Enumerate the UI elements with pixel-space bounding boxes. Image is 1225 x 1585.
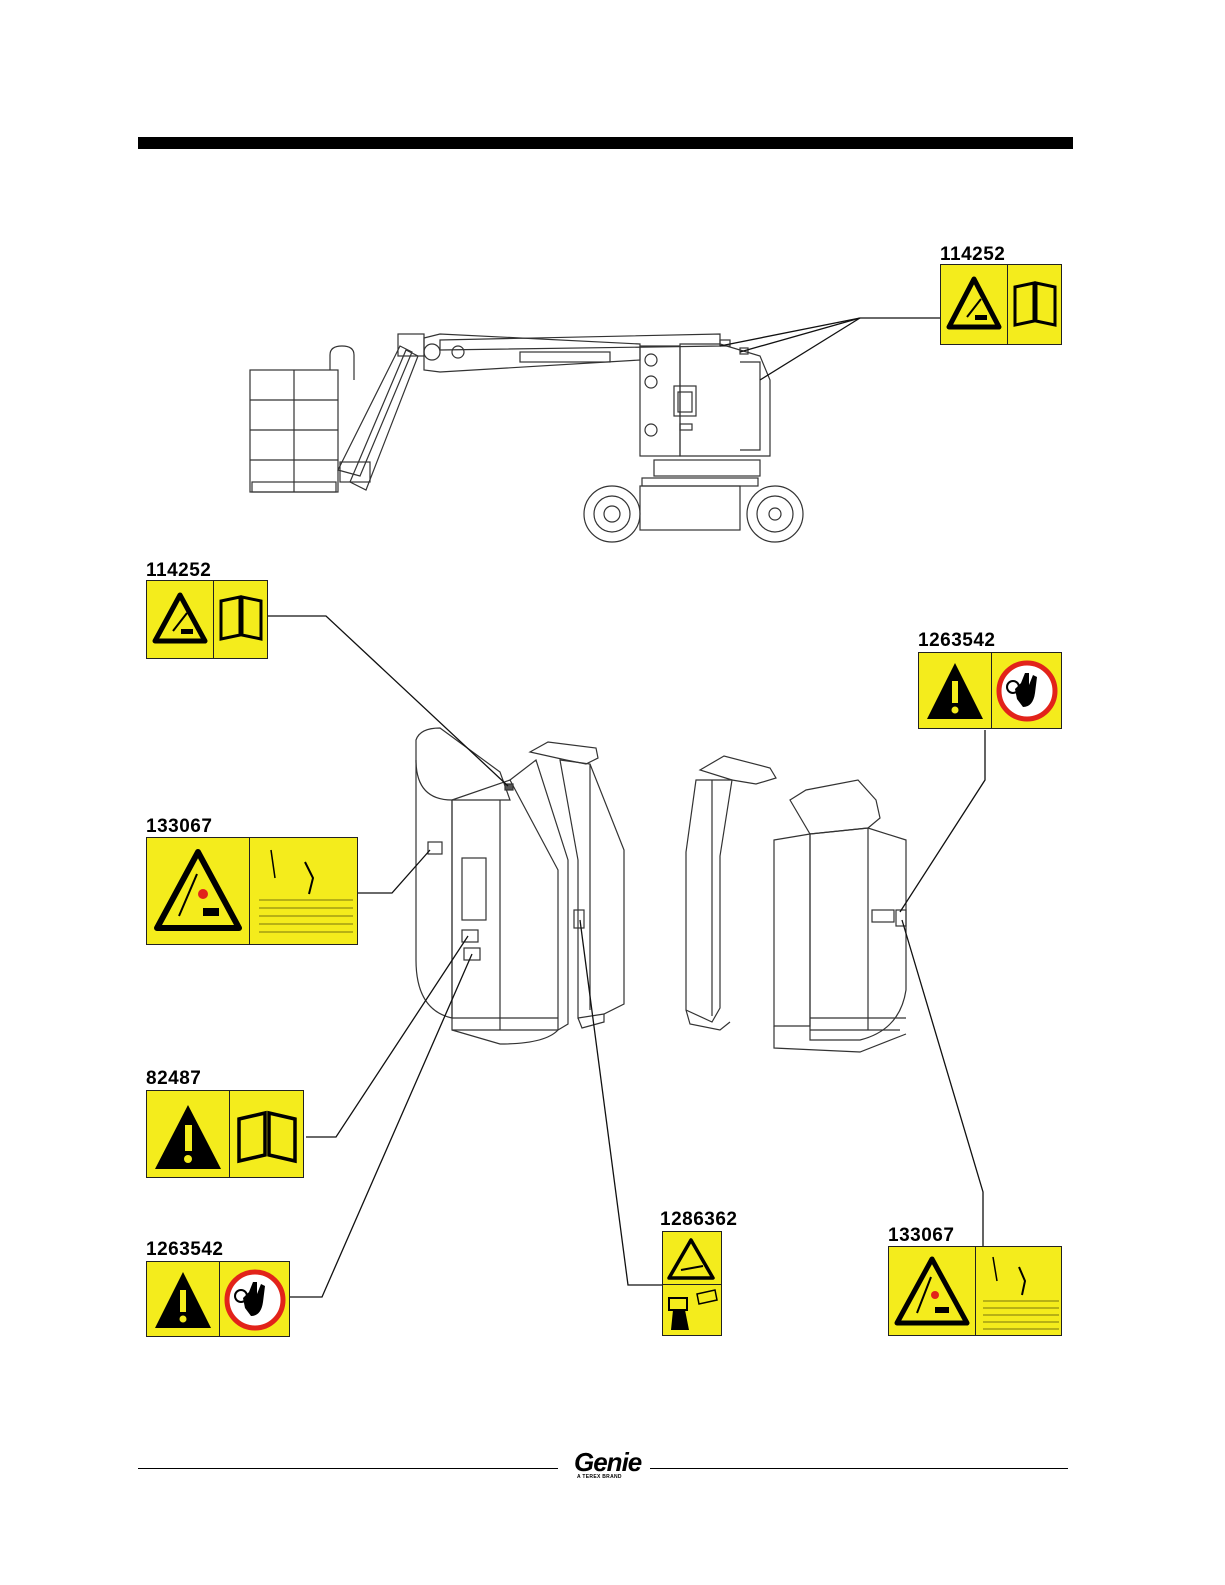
- boom-assembly: [338, 334, 720, 490]
- decal-crush-hazard: [662, 1231, 722, 1336]
- manual-book-icon: [213, 581, 269, 660]
- electrocution-hazard-icon: [889, 1247, 975, 1337]
- cover-panel-right: [774, 780, 906, 1052]
- part-number-label: 133067: [146, 816, 212, 838]
- prohibition-hand-icon: [219, 1262, 291, 1338]
- part-number-label: 114252: [146, 560, 211, 582]
- warning-triangle-icon: [147, 1091, 229, 1179]
- warning-triangle-icon: [919, 653, 991, 730]
- decal-tipover-manual: [940, 264, 1062, 345]
- part-number-label: 82487: [146, 1068, 201, 1090]
- part-number-label: 133067: [888, 1225, 954, 1247]
- prohibition-hand-icon: [991, 653, 1063, 730]
- cover-panel-right-inner: [686, 756, 776, 1030]
- clearance-table-icon: [249, 838, 359, 946]
- clearance-table-icon: [975, 1247, 1063, 1337]
- chassis: [584, 478, 803, 542]
- part-number-label: 1263542: [146, 1239, 223, 1261]
- footer-rule-right: [650, 1468, 1068, 1469]
- electrocution-hazard-icon: [147, 838, 249, 946]
- crush-hazard-icon: [663, 1232, 723, 1284]
- tip-over-hazard-icon: [147, 581, 213, 660]
- decal-warning-prohibition: [146, 1261, 290, 1337]
- part-number-label: 1263542: [918, 630, 995, 652]
- turntable: [640, 340, 770, 476]
- decal-electrocution: [888, 1246, 1062, 1336]
- part-number-label: 1286362: [660, 1209, 737, 1231]
- footer-rule-left: [138, 1468, 558, 1469]
- manual-book-icon: [229, 1091, 305, 1179]
- decal-electrocution: [146, 837, 358, 945]
- decal-warning-manual: [146, 1090, 304, 1178]
- cover-panel-left: [416, 728, 568, 1044]
- warning-triangle-icon: [147, 1262, 219, 1338]
- platform-icon: [663, 1284, 723, 1337]
- brand-tagline: A TEREX BRAND: [577, 1474, 622, 1480]
- part-number-label: 114252: [940, 244, 1005, 266]
- tip-over-hazard-icon: [941, 265, 1007, 346]
- decal-tipover-manual: [146, 580, 268, 659]
- decal-warning-prohibition: [918, 652, 1062, 729]
- manual-book-icon: [1007, 265, 1063, 346]
